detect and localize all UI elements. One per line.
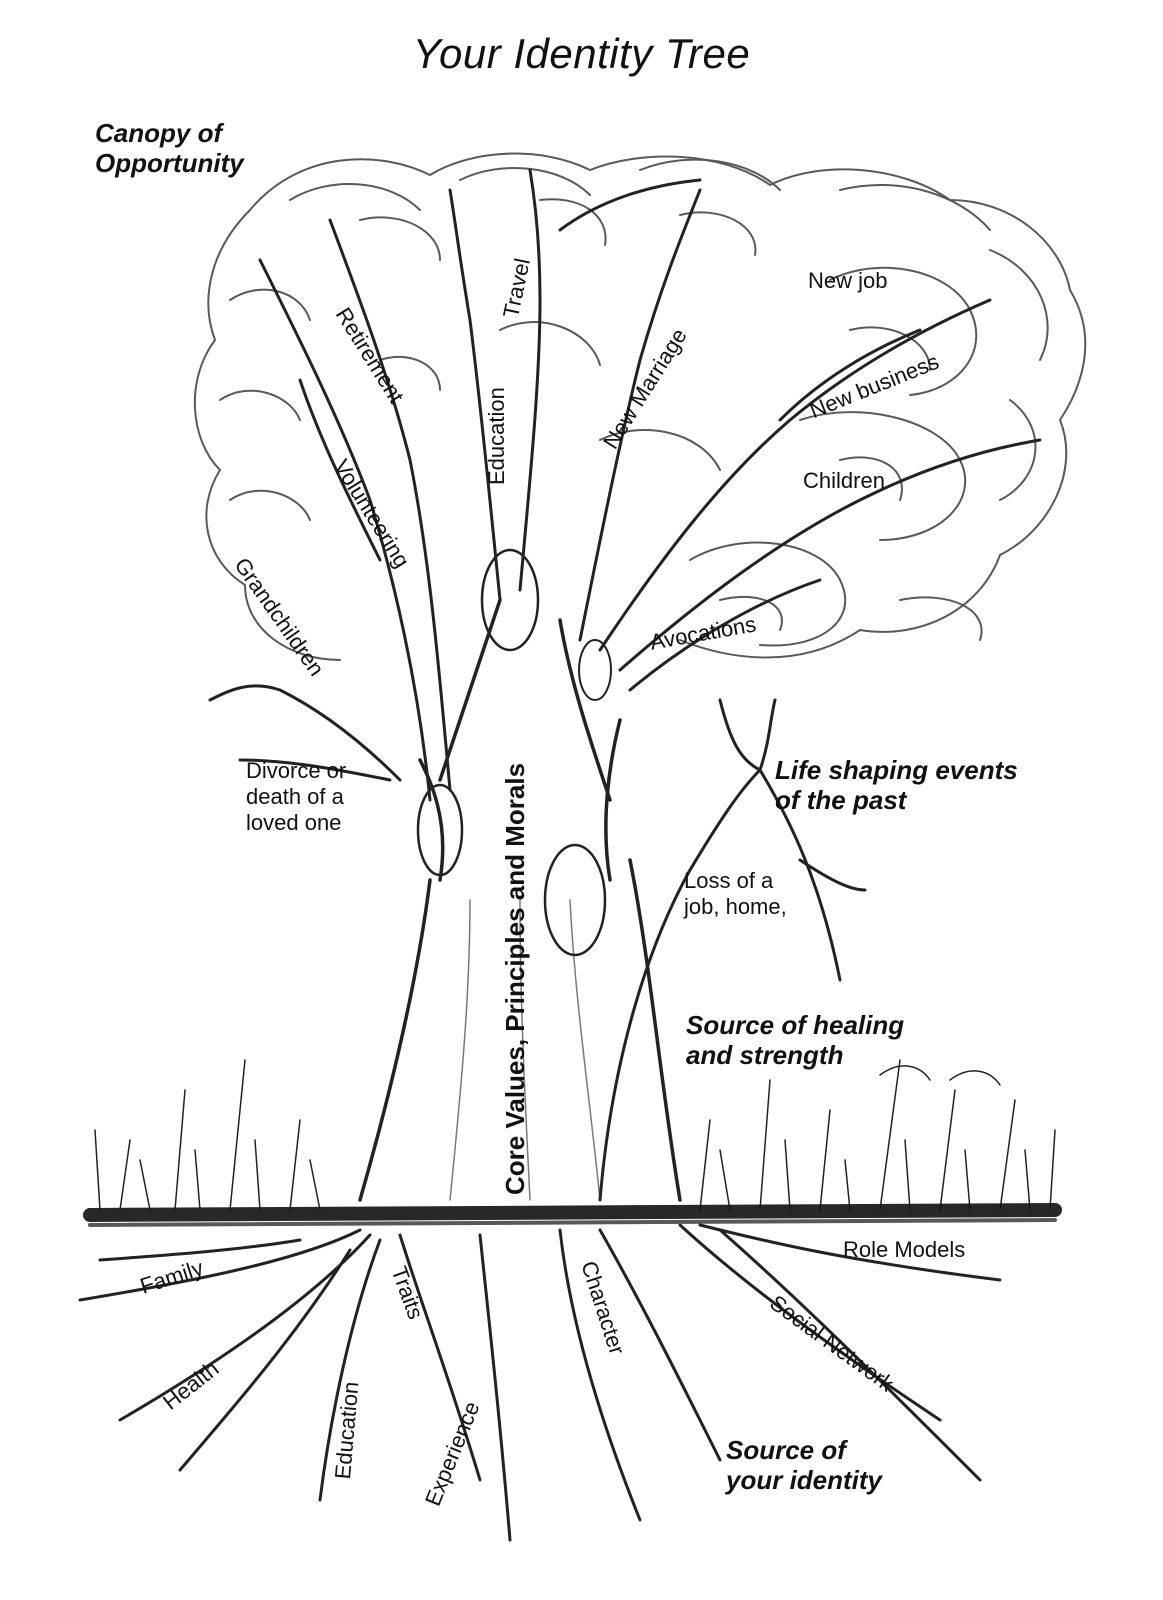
past-branch — [598, 698, 867, 1202]
branch-label-children: Children — [803, 468, 885, 493]
branches — [208, 168, 1042, 802]
ground-line — [83, 1203, 1062, 1222]
page-title: Your Identity Tree — [412, 30, 751, 77]
trunk-label: Core Values, Principles and Morals — [500, 762, 530, 1195]
life-events-heading: Life shaping events of the past — [775, 755, 1018, 815]
roots — [78, 1223, 1002, 1542]
branch-label-education: Education — [484, 387, 509, 485]
identity-heading: Source of your identity — [726, 1435, 883, 1495]
root-label-role-models: Role Models — [843, 1237, 966, 1262]
healing-heading: Source of healing and strength — [686, 1010, 905, 1070]
branch-label-new-job: New job — [808, 268, 888, 293]
branch-label-loss: Loss of a job, home, — [684, 868, 787, 919]
trunk — [358, 548, 682, 1202]
grass — [94, 1059, 1056, 1211]
branch-label-divorce: Divorce or death of a loved one — [246, 758, 347, 835]
canopy-heading: Canopy of Opportunity — [95, 118, 244, 178]
